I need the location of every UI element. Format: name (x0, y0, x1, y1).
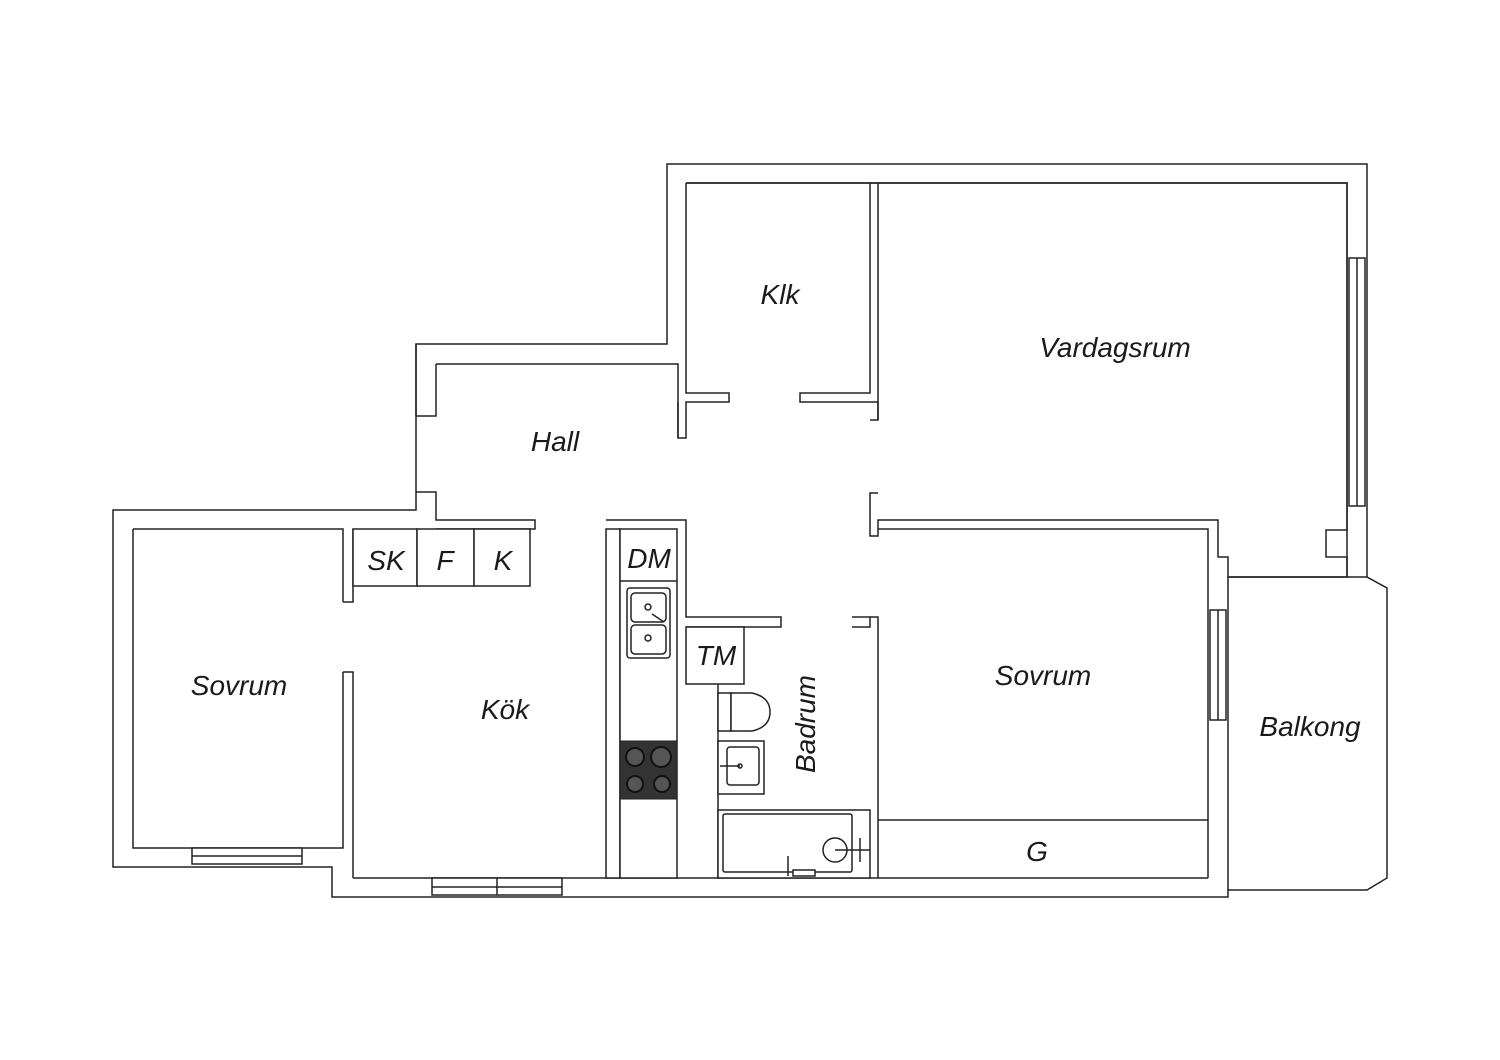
room-label-sovrum-left: Sovrum (191, 670, 287, 701)
kitchen-sink-icon (626, 587, 671, 659)
room-label-hall: Hall (531, 426, 580, 457)
fixture-tm (685, 626, 745, 685)
wash-basin-icon (717, 740, 765, 795)
room-label-balkong: Balkong (1259, 711, 1361, 742)
fixture-label-f: F (436, 545, 455, 576)
room-sovrum-left: Sovrum (191, 670, 303, 865)
room-label-badrum: Badrum (790, 675, 821, 773)
room-vardagsrum: Vardagsrum (869, 182, 1366, 578)
stove-icon (619, 740, 678, 800)
room-kok: SK F K DM Kök (343, 528, 678, 896)
cabinet-k (473, 528, 531, 587)
room-sovrum-right: Sovrum G (878, 528, 1227, 878)
room-hall: Hall (415, 344, 782, 628)
cabinet-sk (352, 528, 418, 587)
cabinet-f (416, 528, 475, 587)
room-klk: Klk (677, 182, 879, 439)
room-label-kok: Kök (481, 694, 531, 725)
fixture-label-dm: DM (627, 543, 671, 574)
room-label-klk: Klk (761, 279, 802, 310)
bathtub-icon (717, 809, 871, 879)
fixture-label-sk: SK (367, 545, 406, 576)
room-badrum: TM Badrum (685, 616, 879, 879)
fixture-label-g: G (1026, 836, 1048, 867)
room-label-sovrum-right: Sovrum (995, 660, 1091, 691)
fixture-label-k: K (494, 545, 514, 576)
kitchen-counter (619, 528, 678, 879)
room-label-vardagsrum: Vardagsrum (1039, 332, 1190, 363)
fixture-label-tm: TM (696, 640, 737, 671)
room-balkong: Balkong (1227, 576, 1367, 890)
toilet-icon (717, 692, 771, 732)
